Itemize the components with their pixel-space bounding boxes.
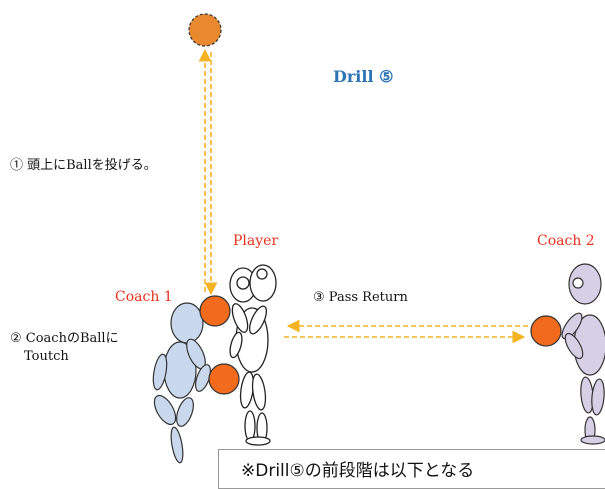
player-label: Player [233,233,279,249]
coach2-ball [530,315,562,347]
drill-diagram [152,13,605,464]
pass-return-arrow [284,319,528,344]
coach1-ball [199,295,231,327]
step2-line1: ② CoachのBallに [10,331,119,346]
thrown-ball [188,13,222,47]
player-figure [229,264,277,446]
note-text: ※Drill⑤の前段階は以下となる [241,461,475,481]
player-ball [208,363,240,395]
step3-label: ③ Pass Return [313,290,408,305]
coach2-figure [561,263,605,445]
toss-arrow [198,48,218,296]
coach1-label: Coach 1 [115,289,173,305]
drill-title: Drill ⑤ [333,67,394,86]
coach2-label: Coach 2 [537,233,595,249]
coach1-figure [152,302,211,464]
step2-label: ② CoachのBallに Toutch [10,330,119,366]
step2-line2: Toutch [24,349,69,364]
step1-label: ① 頭上にBallを投げる。 [10,158,157,173]
note-box: ※Drill⑤の前段階は以下となる [218,449,605,489]
